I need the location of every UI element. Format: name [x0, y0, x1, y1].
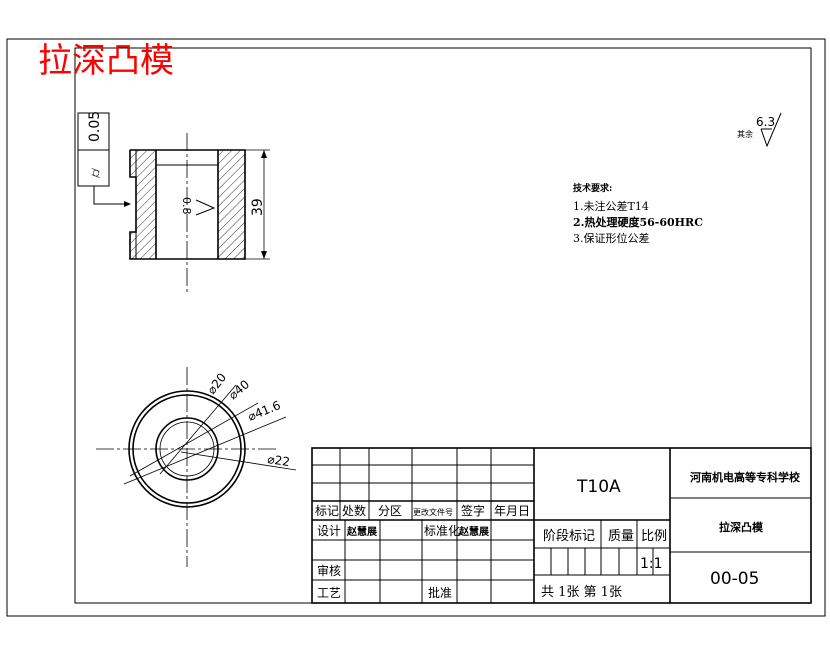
material-label: T10A [576, 477, 621, 497]
outer-border [6, 38, 826, 617]
stage-label: 阶段标记 [543, 529, 595, 544]
tech-requirements: 技术要求: 1.未注公差T14 2.热处理硬度56-60HRC 3.保证形位公差 [573, 182, 703, 245]
tech-item-3: 3.保证形位公差 [573, 231, 650, 245]
height-dimension: 39 [250, 198, 266, 216]
scale-value: 1:1 [640, 556, 663, 572]
row-standard-label: 标准化 [424, 524, 460, 538]
header-sign: 签字 [461, 503, 485, 518]
diameter-40-label: ⌀40 [226, 377, 252, 402]
header-count: 处数 [342, 503, 366, 518]
row-process-label: 工艺 [317, 586, 341, 600]
diameter-41-6-label: ⌀41.6 [246, 398, 283, 424]
school-name: 河南机电高等专科学校 [690, 470, 801, 484]
tech-heading: 技术要求: [573, 182, 612, 194]
drawing-number: 00-05 [710, 569, 759, 589]
row-check-label: 审核 [317, 563, 341, 578]
ratio-label: 比例 [641, 529, 667, 544]
row-design-label: 设计 [317, 524, 341, 538]
part-name: 拉深凸模 [719, 520, 764, 534]
tech-item-1: 1.未注公差T14 [573, 199, 649, 213]
roughness-corner-value: 6.3 [756, 115, 775, 129]
roughness-corner: 其余 6.3 [737, 112, 782, 148]
diameter-22-label: ⌀22 [267, 452, 291, 469]
header-zone: 分区 [378, 504, 402, 518]
header-date: 年月日 [494, 504, 530, 518]
header-change-doc: 更改文件号 [413, 507, 453, 517]
tolerance-frame: 0.05 ⌭ [77, 111, 131, 207]
drawing-title: 拉深凸模 [38, 41, 174, 81]
sheets-label: 共 1张 第 1张 [541, 585, 622, 600]
standard-name: 赵慧展 [458, 525, 489, 538]
header-mark: 标记 [315, 504, 339, 518]
tolerance-value: 0.05 [87, 111, 103, 142]
inner-roughness-value: 0.8 [180, 197, 193, 215]
roughness-other-label: 其余 [737, 129, 753, 139]
diameter-20-label: ⌀20 [204, 370, 229, 396]
runout-symbol-icon: ⌭ [88, 168, 104, 178]
section-view: 0.8 39 [129, 133, 270, 292]
weight-label: 质量 [608, 529, 634, 544]
title-block: T10A 河南机电高等专科学校 拉深凸模 00-05 标记 处数 分区 更改文件… [311, 447, 812, 604]
designer-name: 赵慧展 [346, 525, 377, 538]
approve-label: 批准 [428, 585, 452, 600]
circle-view: ⌀20 ⌀40 ⌀41.6 ⌀22 [96, 367, 297, 567]
tech-item-2: 2.热处理硬度56-60HRC [573, 215, 703, 229]
